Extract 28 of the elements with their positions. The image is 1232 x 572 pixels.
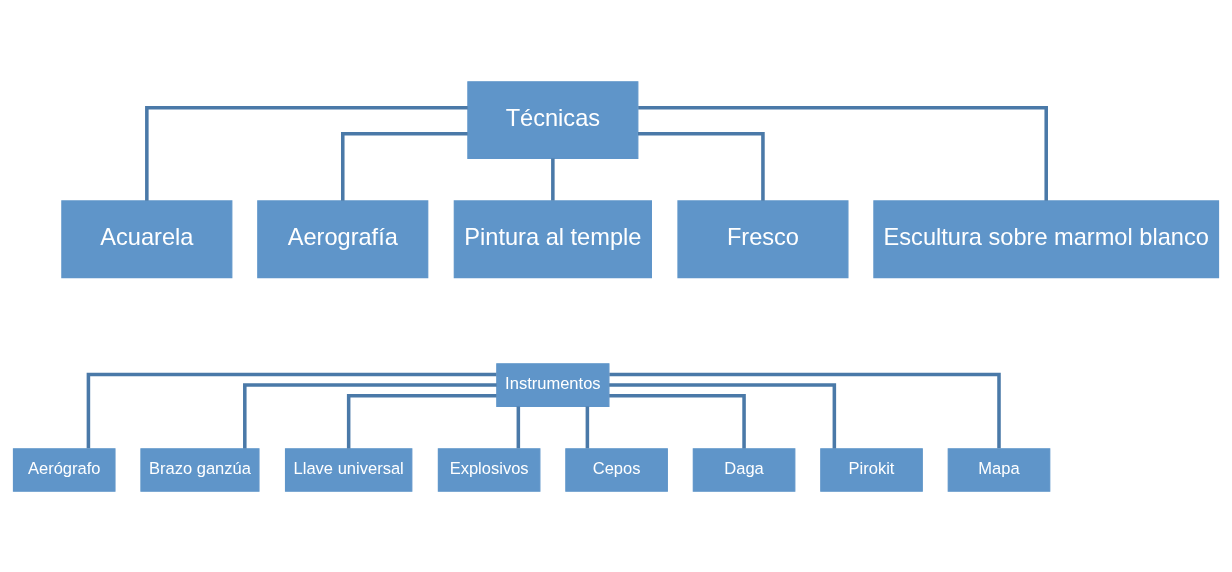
node-box: Pintura al temple bbox=[453, 199, 652, 278]
node-box: Mapa bbox=[947, 447, 1051, 492]
node-box: Pirokit bbox=[820, 447, 923, 492]
connector bbox=[243, 382, 497, 449]
connector bbox=[638, 131, 765, 201]
connector bbox=[609, 393, 746, 449]
connector bbox=[551, 157, 555, 201]
node-box: Explosivos bbox=[437, 447, 541, 492]
node-box: Instrumentos bbox=[496, 362, 610, 407]
node-box: Acuarela bbox=[61, 199, 233, 278]
connector bbox=[86, 372, 497, 448]
node-box: Aerógrafo bbox=[12, 447, 116, 492]
node-box: Fresco bbox=[677, 199, 849, 278]
node-box: Llave universal bbox=[284, 447, 413, 492]
connector bbox=[609, 372, 1001, 448]
node-box: Cepos bbox=[565, 447, 668, 492]
connector bbox=[341, 131, 468, 201]
node-box: Aerografía bbox=[257, 199, 429, 278]
connector bbox=[609, 382, 837, 449]
node-box: Escultura sobre marmol blanco bbox=[873, 199, 1220, 278]
node-box: Daga bbox=[692, 447, 796, 492]
connector bbox=[516, 406, 521, 448]
connector bbox=[638, 105, 1048, 201]
connector bbox=[585, 406, 590, 448]
node-box: Brazo ganzúa bbox=[140, 447, 260, 492]
node-box: Técnicas bbox=[467, 80, 639, 159]
connector bbox=[145, 105, 468, 201]
connector bbox=[346, 393, 497, 449]
